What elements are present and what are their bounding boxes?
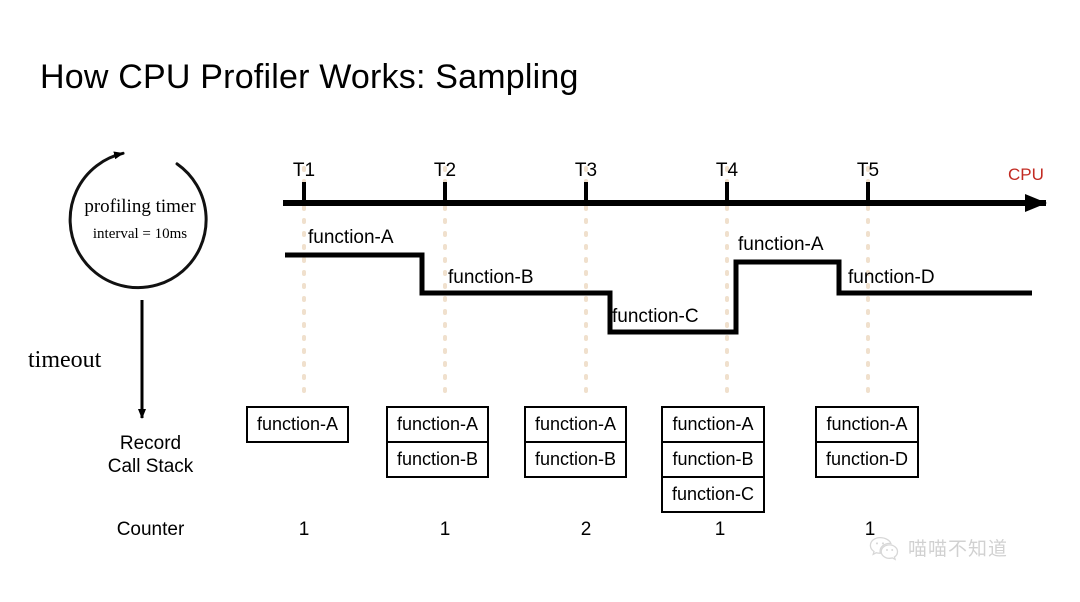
profiling-timer-interval: interval = 10ms	[92, 226, 188, 242]
call-stack-t4: function-A function-B function-C	[661, 406, 766, 513]
cpu-axis-label: CPU	[1008, 165, 1044, 184]
counter-value-t4: 1	[714, 519, 726, 540]
counter-value-t2: 1	[439, 519, 451, 540]
timeout-label: timeout	[28, 347, 102, 373]
step-label-function-b: function-B	[448, 267, 534, 288]
step-label-function-a-2: function-A	[738, 234, 824, 255]
tick-label-t5: T5	[856, 160, 880, 181]
page-title: How CPU Profiler Works: Sampling	[40, 58, 579, 96]
watermark-text: 喵喵不知道	[908, 539, 1009, 560]
call-stack-frame: function-A	[524, 406, 628, 443]
call-stack-t5: function-A function-D	[815, 406, 920, 478]
tick-label-t2: T2	[433, 160, 457, 181]
wechat-icon	[869, 536, 899, 561]
call-stack-t2: function-A function-B	[386, 406, 490, 478]
counter-value-t3: 2	[580, 519, 592, 540]
call-stack-frame: function-B	[524, 443, 628, 478]
call-stack-t3: function-A function-B	[524, 406, 628, 478]
call-stack-frame: function-B	[386, 443, 490, 478]
call-stack-frame: function-A	[815, 406, 920, 443]
step-label-function-d: function-D	[848, 267, 935, 288]
cpu-timeline-axis	[283, 182, 1047, 212]
call-stack-frame: function-B	[661, 443, 766, 478]
call-stack-frame: function-A	[246, 406, 350, 443]
record-call-stack-label: Record Call Stack	[107, 433, 194, 477]
step-label-function-a-1: function-A	[308, 227, 394, 248]
call-stack-frame: function-A	[386, 406, 490, 443]
tick-label-t4: T4	[715, 160, 739, 181]
counter-row-label: Counter	[116, 519, 185, 540]
sample-guide-lines	[302, 166, 870, 402]
step-label-function-c: function-C	[612, 306, 699, 327]
tick-label-t1: T1	[292, 160, 316, 181]
call-stack-frame: function-D	[815, 443, 920, 478]
watermark: 喵喵不知道	[869, 534, 1008, 561]
tick-label-t3: T3	[574, 160, 598, 181]
profiling-timer-title: profiling timer	[84, 196, 196, 217]
call-stack-frame: function-A	[661, 406, 766, 443]
call-stack-frame: function-C	[661, 478, 766, 513]
counter-value-t1: 1	[298, 519, 310, 540]
counter-value-t5: 1	[864, 519, 876, 540]
call-stack-t1: function-A	[246, 406, 350, 443]
profiling-timer-circle	[68, 151, 208, 290]
